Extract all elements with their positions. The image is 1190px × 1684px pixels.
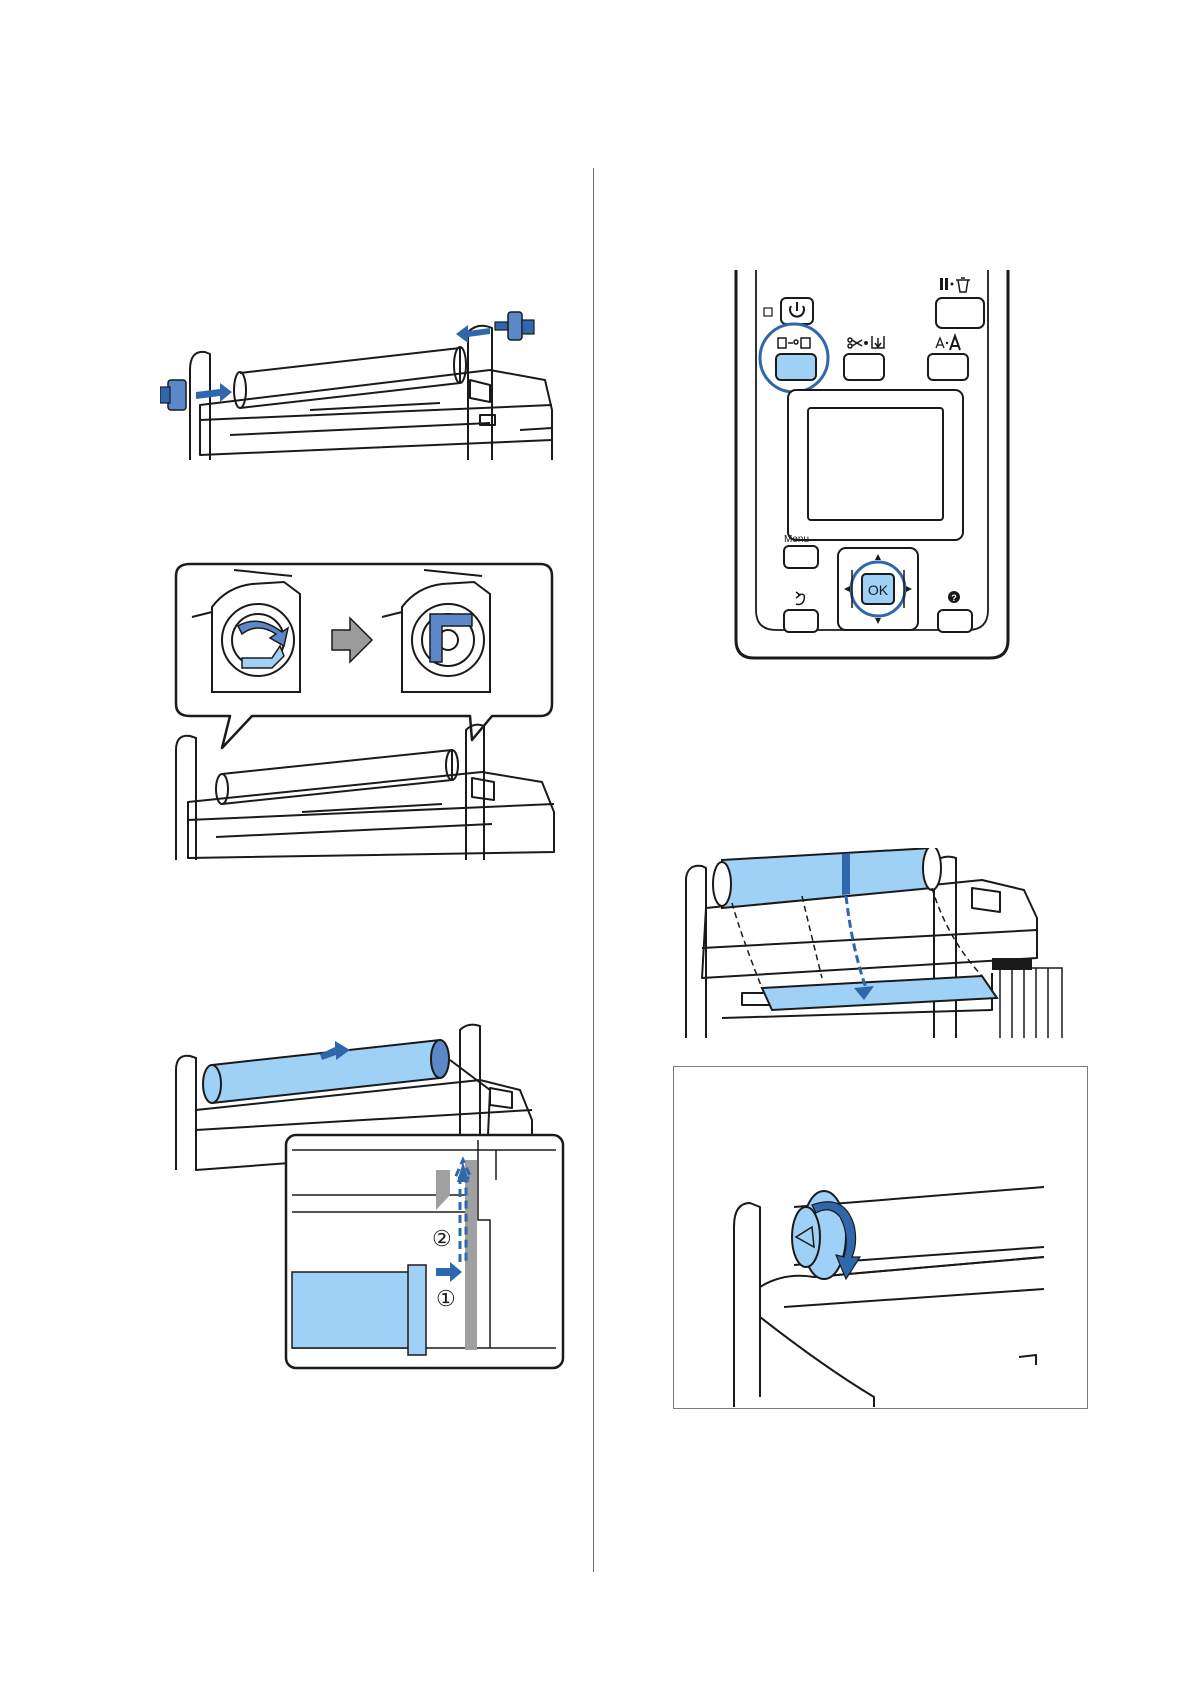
callout-step-1: ① xyxy=(436,1286,456,1311)
right-adapter-icon xyxy=(456,312,534,343)
help-button[interactable] xyxy=(938,610,972,632)
paper-feed-illustration xyxy=(682,848,1077,1040)
roll-holder-illustration: ② ① xyxy=(160,1010,565,1370)
back-icon xyxy=(796,592,804,605)
pause-cancel-icon xyxy=(940,278,970,292)
figure-feed-paper xyxy=(682,848,1077,1040)
rotate-adapter-illustration xyxy=(674,1067,1086,1407)
callout-step-2: ② xyxy=(432,1226,452,1251)
cut-feed-icon xyxy=(848,336,884,348)
column-divider xyxy=(593,168,594,1572)
ok-button-label: OK xyxy=(868,582,889,598)
left-adapter-icon xyxy=(160,380,232,410)
pause-cancel-button[interactable] xyxy=(936,298,984,328)
figure-attach-adapters xyxy=(160,310,560,465)
power-button[interactable] xyxy=(781,298,813,324)
paper-source-icon xyxy=(778,338,810,348)
paper-settings-button[interactable] xyxy=(928,354,968,380)
fed-paper-sheet xyxy=(762,976,997,1010)
svg-text:?: ? xyxy=(951,593,957,603)
paper-settings-icon xyxy=(936,336,960,350)
lever-rotate-arrow-icon xyxy=(238,621,288,646)
menu-button-label: Menu xyxy=(784,534,809,545)
printer-roll-adapters-illustration xyxy=(160,310,560,465)
paper-source-button[interactable] xyxy=(776,354,816,380)
adapter-lever-illustration xyxy=(172,562,562,862)
back-button[interactable] xyxy=(784,610,818,632)
gray-step-arrow-icon xyxy=(332,618,372,662)
figure-control-panel: Menu OK ? xyxy=(728,270,1018,665)
lcd-screen xyxy=(808,408,943,520)
figure-lock-adapter-levers xyxy=(172,562,562,862)
menu-button[interactable] xyxy=(784,546,818,568)
figure-rotate-roll-box xyxy=(673,1066,1088,1409)
lever-locked-icon xyxy=(430,614,472,662)
control-panel-illustration: Menu OK ? xyxy=(728,270,1018,665)
help-icon: ? xyxy=(948,591,960,603)
figure-place-roll: ② ① xyxy=(160,1010,565,1370)
cut-feed-button[interactable] xyxy=(844,354,884,380)
